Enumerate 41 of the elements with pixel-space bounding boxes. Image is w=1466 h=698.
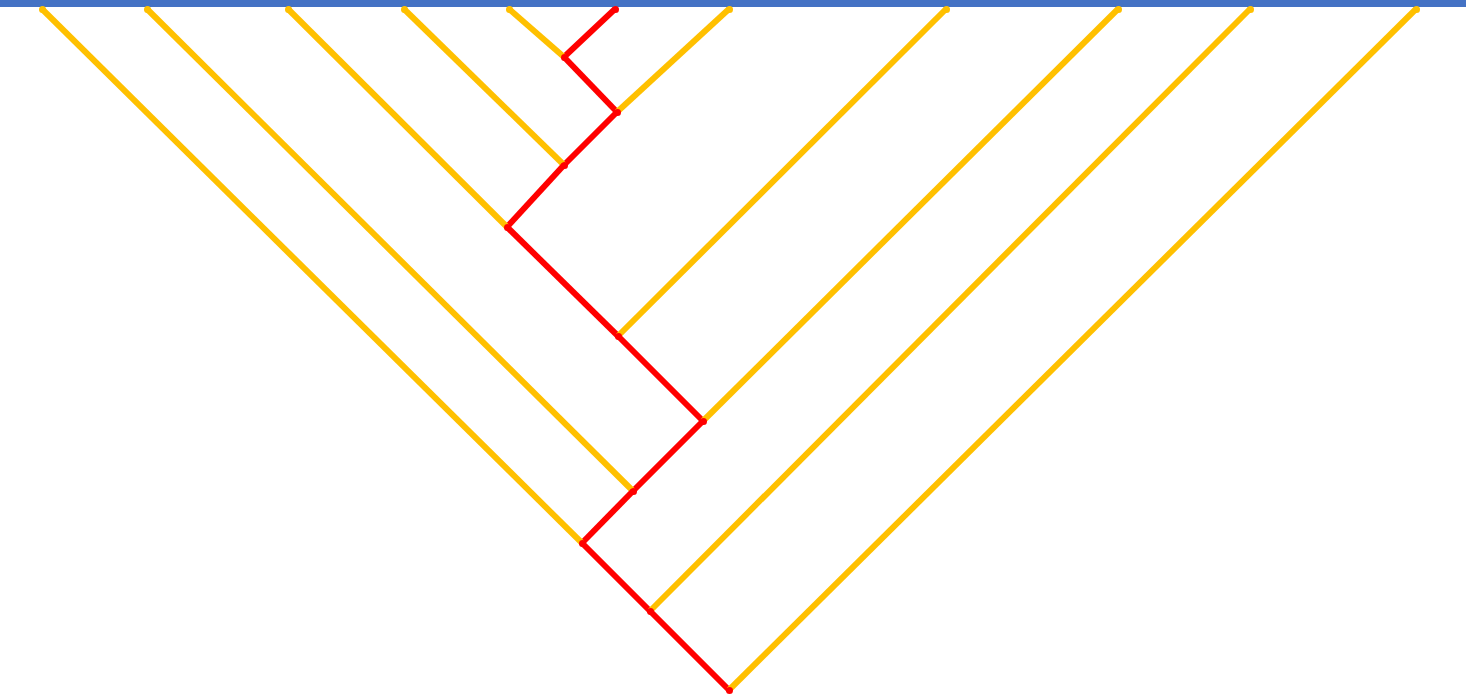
tree-branch <box>647 608 732 693</box>
tree-branch <box>615 333 706 424</box>
branch-point <box>646 607 654 615</box>
branch-point <box>503 223 511 231</box>
branch-point <box>143 5 151 13</box>
branch-point <box>505 5 513 13</box>
branch-point <box>38 5 46 13</box>
branch-point <box>613 108 621 116</box>
tree-branch <box>507 6 566 60</box>
tree-branch <box>647 6 1253 614</box>
tree-branch <box>561 109 620 168</box>
branch-point <box>725 686 733 694</box>
tree-branch <box>504 162 567 230</box>
tree-branch <box>579 540 653 614</box>
tree-branch <box>615 6 949 339</box>
tree-branch <box>700 6 1121 424</box>
branch-point <box>942 5 950 13</box>
tree-branch <box>561 6 618 60</box>
branch-point <box>284 5 292 13</box>
branch-point <box>699 417 707 425</box>
branch-point <box>1114 5 1122 13</box>
tree-branch <box>561 54 620 115</box>
tree-branch <box>285 6 510 230</box>
branch-point <box>614 332 622 340</box>
tree-branch <box>579 488 636 546</box>
tree-branch <box>504 224 621 339</box>
tree-branch <box>630 418 706 494</box>
branch-point <box>578 539 586 547</box>
branch-point <box>560 161 568 169</box>
tree-branch <box>726 6 1419 693</box>
tree-branch <box>39 6 585 546</box>
tree-branch <box>401 6 567 168</box>
branch-point <box>725 5 733 13</box>
branch-point <box>611 5 619 13</box>
tree-branch <box>144 6 636 494</box>
branch-point <box>1412 5 1420 13</box>
tree-branch <box>614 6 732 115</box>
branch-point <box>1246 5 1254 13</box>
branch-point <box>629 487 637 495</box>
branch-point <box>560 53 568 61</box>
branch-point <box>400 5 408 13</box>
